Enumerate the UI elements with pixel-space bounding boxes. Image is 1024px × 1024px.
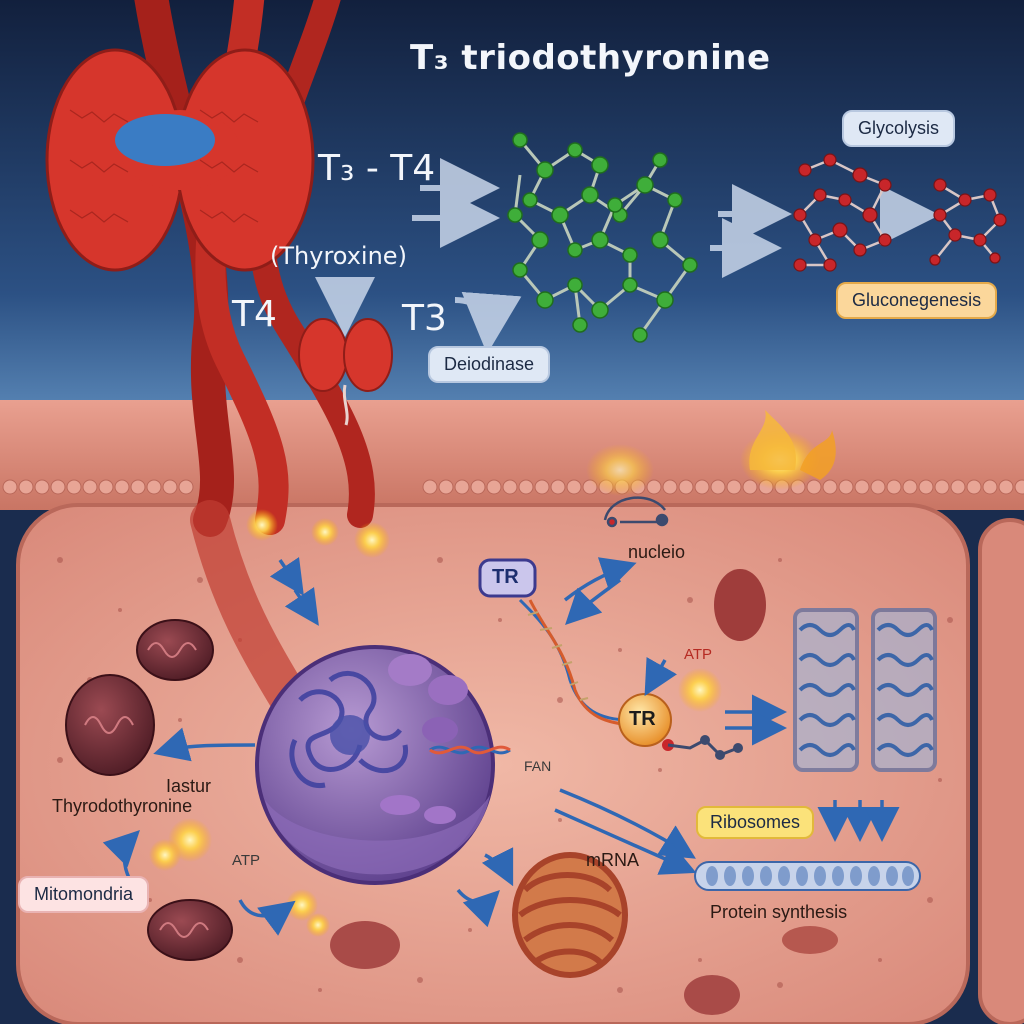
parathyroid-blue [115,114,215,166]
red-molecule-small [929,178,1007,266]
flow-arrows-cell [102,556,900,936]
label-thyrodothyronine: Thyrodothyronine [52,796,193,816]
label-nucleio: nucleio [628,542,686,562]
label-mrna: mRNA [586,850,639,870]
thyroid-gland [45,48,315,272]
flow-arrows-sky [315,158,940,354]
label-t3: T3 [402,298,447,339]
label-fan: FAN [524,758,552,774]
heat-flame-icon [586,410,836,496]
label-tr-top: TR [492,566,519,588]
ribosome-strand [694,861,921,891]
cell-interior-right [978,518,1024,1024]
label-gluconeogenesis: Gluconegenesis [836,282,998,319]
label-mitomondria: Mitomondria [18,876,150,913]
diagram-title: T₃ triodothyronine [410,38,771,78]
membrane-bead-row [2,479,1024,495]
label-t3-t4: T₃ - T4 [318,148,436,189]
energy-sparks [92,509,722,937]
nucleio-molecule [603,496,669,528]
label-atp-top: ATP [684,646,713,663]
label-tr-mid: TR [629,708,656,730]
mitochondria [65,569,838,1015]
protein-clusters [793,608,937,772]
label-glycolysis: Glycolysis [842,110,956,147]
tr-receptor-mid [618,693,743,760]
small-thyroid-gland [298,318,393,426]
label-atp-left: ATP [232,852,261,869]
label-protein-synthesis: Protein synthesis [710,902,848,922]
cytoplasm-speckles [57,557,953,993]
tr-receptor-top [478,558,537,598]
label-thyroxine: (Thyroxine) [270,242,407,270]
red-molecule-large [793,153,892,272]
label-deiodinase: Deiodinase [428,346,551,383]
green-molecule [507,132,698,343]
golgi-apparatus [512,852,628,978]
nucleus [255,645,495,885]
dna-helix [429,598,641,755]
label-ribosomes: Ribosomes [696,806,815,839]
label-t4: T4 [232,294,277,335]
label-iastur: Iastur [166,776,212,796]
